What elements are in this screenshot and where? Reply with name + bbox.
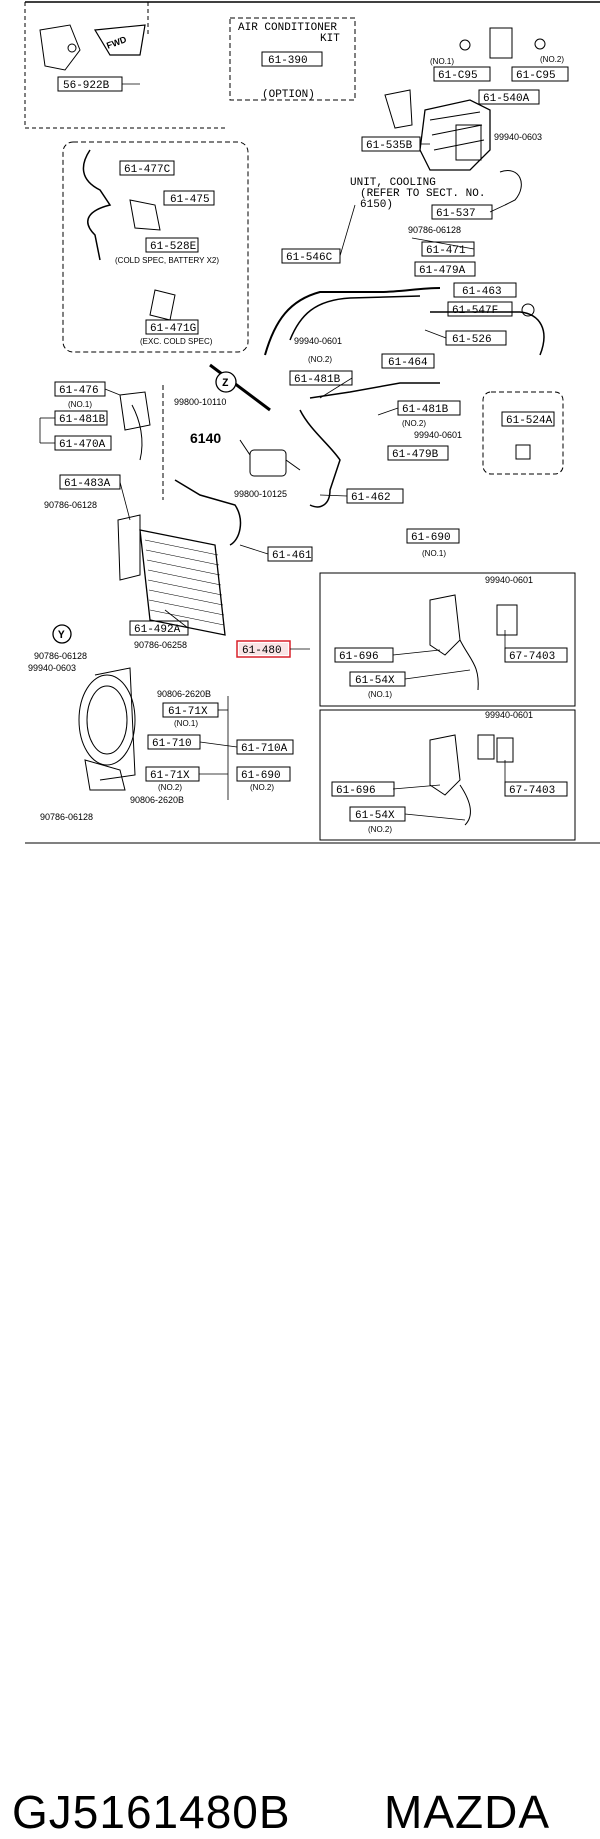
- label-61-71x-1: 61-71X: [168, 706, 208, 718]
- note-cold-spec-battery: (COLD SPEC, BATTERY X2): [115, 256, 219, 265]
- part-99800-10125: 99800-10125: [234, 489, 287, 499]
- label-61-528e: 61-528E: [150, 241, 197, 253]
- cooling-unit-note-1: UNIT, COOLING: [350, 177, 436, 189]
- note-no1-54x: (NO.1): [368, 690, 392, 699]
- label-61-696-a: 61-696: [339, 651, 379, 663]
- label-61-c95-2: 61-C95: [516, 70, 556, 82]
- label-61-690-top: 61-690: [411, 532, 451, 544]
- label-61-526: 61-526: [452, 334, 492, 346]
- part-90806-2620b-b: 90806-2620B: [130, 795, 184, 805]
- note-exc-cold-spec: (EXC. COLD SPEC): [140, 337, 213, 346]
- label-61-71x-2: 61-71X: [150, 770, 190, 782]
- part-99940-0601-c: 99940-0601: [485, 575, 533, 585]
- part-number: GJ5161480B: [12, 1786, 291, 1838]
- part-99940-0603-a: 99940-0603: [494, 132, 542, 142]
- footer-title: GJ5161480B MAZDA: [0, 890, 600, 1838]
- part-99940-0603-b: 99940-0603: [28, 663, 76, 673]
- label-61-c95-1: 61-C95: [438, 70, 478, 82]
- label-61-710a: 61-710A: [241, 743, 288, 755]
- part-99940-0601-b: 99940-0601: [414, 430, 462, 440]
- label-61-470a: 61-470A: [59, 439, 106, 451]
- label-61-535b: 61-535B: [366, 140, 413, 152]
- label-61-54x-b: 61-54X: [355, 810, 395, 822]
- label-61-547f: 61-547F: [452, 305, 498, 317]
- note-no2-690: (NO.2): [250, 783, 274, 792]
- label-67-7403-b: 67-7403: [509, 785, 555, 797]
- part-90786-06128-d: 90786-06128: [40, 812, 93, 822]
- part-99940-0601-a: 99940-0601: [294, 336, 342, 346]
- label-61-471: 61-471: [426, 245, 466, 257]
- label-61-479b: 61-479B: [392, 449, 439, 461]
- label-61-690-b: 61-690: [241, 770, 281, 782]
- label-61-462: 61-462: [351, 492, 391, 504]
- label-61-481b-a: 61-481B: [294, 374, 341, 386]
- part-90786-06128-c: 90786-06128: [34, 651, 87, 661]
- z-marker: Z: [222, 378, 229, 390]
- cooling-unit-note-2: (REFER TO SECT. NO.: [360, 188, 485, 200]
- part-99940-0601-d: 99940-0601: [485, 710, 533, 720]
- label-61-710: 61-710: [152, 738, 192, 750]
- label-61-471g: 61-471G: [150, 323, 196, 335]
- y-marker: Y: [58, 630, 65, 642]
- label-56-922b: 56-922B: [63, 80, 110, 92]
- section-6140: 6140: [190, 430, 221, 446]
- label-61-483a: 61-483A: [64, 478, 111, 490]
- label-61-537: 61-537: [436, 208, 476, 220]
- label-61-696-b: 61-696: [336, 785, 376, 797]
- note-no1-690: (NO.1): [422, 549, 446, 558]
- note-no1-71x: (NO.1): [174, 719, 198, 728]
- label-61-54x-a: 61-54X: [355, 675, 395, 687]
- part-90786-06128-a: 90786-06128: [408, 225, 461, 235]
- label-61-492a: 61-492A: [134, 624, 181, 636]
- note-no1-top: (NO.1): [430, 57, 454, 66]
- label-61-476: 61-476: [59, 385, 99, 397]
- label-61-390: 61-390: [268, 55, 308, 67]
- label-61-540a: 61-540A: [483, 93, 530, 105]
- part-90786-06258: 90786-06258: [134, 640, 187, 650]
- fwd-arrow-label: FWD: [105, 34, 128, 51]
- label-61-481b-left: 61-481B: [59, 414, 106, 426]
- note-no2-right: (NO.2): [402, 419, 426, 428]
- ac-kit-title-line2: KIT: [320, 33, 340, 45]
- parts-diagram: 56-922B FWD AIR CONDITIONER KIT 61-390 (…: [24, 1, 600, 844]
- label-61-481b-b: 61-481B: [402, 404, 449, 416]
- option-note: (OPTION): [262, 89, 315, 101]
- note-no2-mid: (NO.2): [308, 355, 332, 364]
- label-61-524a: 61-524A: [506, 415, 553, 427]
- label-61-546c: 61-546C: [286, 252, 333, 264]
- note-no2-71x: (NO.2): [158, 783, 182, 792]
- label-61-480: 61-480: [242, 645, 282, 657]
- label-61-479a: 61-479A: [419, 265, 466, 277]
- note-no1-left: (NO.1): [68, 400, 92, 409]
- note-no2-top: (NO.2): [540, 55, 564, 64]
- part-90806-2620b-a: 90806-2620B: [157, 689, 211, 699]
- cooling-unit-note-3: 6150): [360, 199, 393, 211]
- ac-kit-title-line1: AIR CONDITIONER: [238, 22, 337, 34]
- label-67-7403-a: 67-7403: [509, 651, 555, 663]
- label-61-463: 61-463: [462, 286, 502, 298]
- note-no2-54x: (NO.2): [368, 825, 392, 834]
- label-61-475: 61-475: [170, 194, 210, 206]
- part-99800-10110: 99800-10110: [174, 397, 226, 407]
- label-61-461: 61-461: [272, 550, 312, 562]
- brand-name: MAZDA: [384, 1786, 550, 1838]
- label-61-464: 61-464: [388, 357, 428, 369]
- part-90786-06128-b: 90786-06128: [44, 500, 97, 510]
- label-61-477c: 61-477C: [124, 164, 171, 176]
